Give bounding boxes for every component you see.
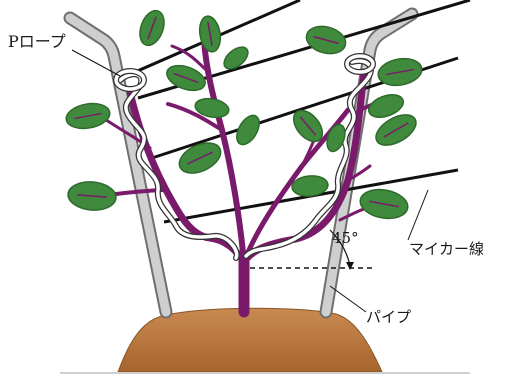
soil-mound: [118, 308, 382, 372]
leaf: [136, 7, 169, 48]
leaf: [67, 180, 117, 212]
angle-arrow-head: [346, 262, 354, 270]
leaf: [197, 15, 223, 54]
angle-label: 45°: [332, 231, 359, 246]
wire-leader-line: [408, 190, 428, 240]
pipe-leader-line: [330, 286, 366, 312]
leaf: [358, 186, 410, 222]
pipe-label: パイプ: [366, 310, 411, 325]
leaf: [64, 100, 111, 131]
wire-label: マイカー線: [409, 242, 484, 257]
rope-label: Pロープ: [8, 34, 66, 50]
leaf: [303, 22, 348, 57]
